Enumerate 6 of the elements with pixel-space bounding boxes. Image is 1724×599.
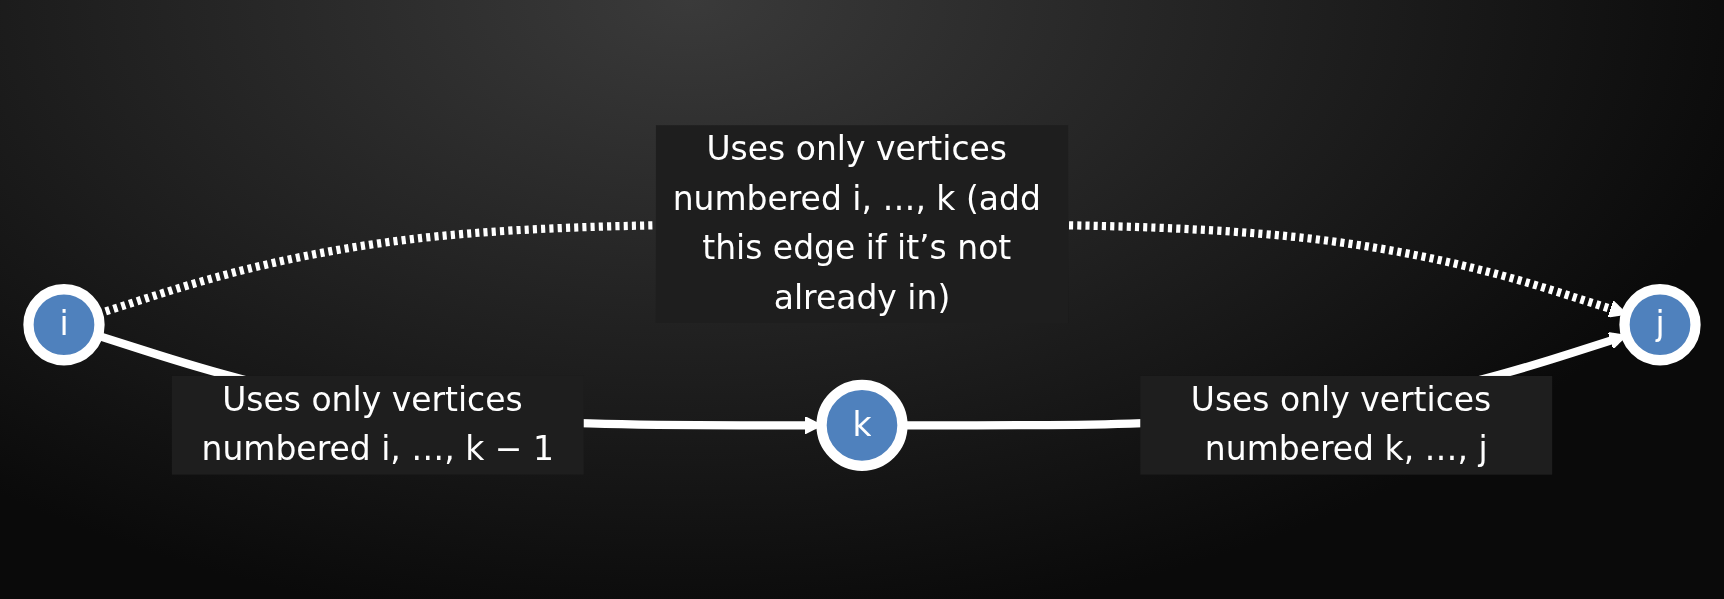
edge-label: Uses only vertices numbered i, …, k − 1 [201, 379, 554, 469]
edge-label: Uses only vertices numbered k, …, j [1190, 379, 1492, 469]
node-circle: i [23, 283, 105, 365]
edge-label: Uses only vertices numbered i, …, k (add this edge if it’s not already in) [672, 128, 1041, 317]
node-circle: j [1619, 283, 1701, 365]
node-circle: k [816, 379, 908, 471]
